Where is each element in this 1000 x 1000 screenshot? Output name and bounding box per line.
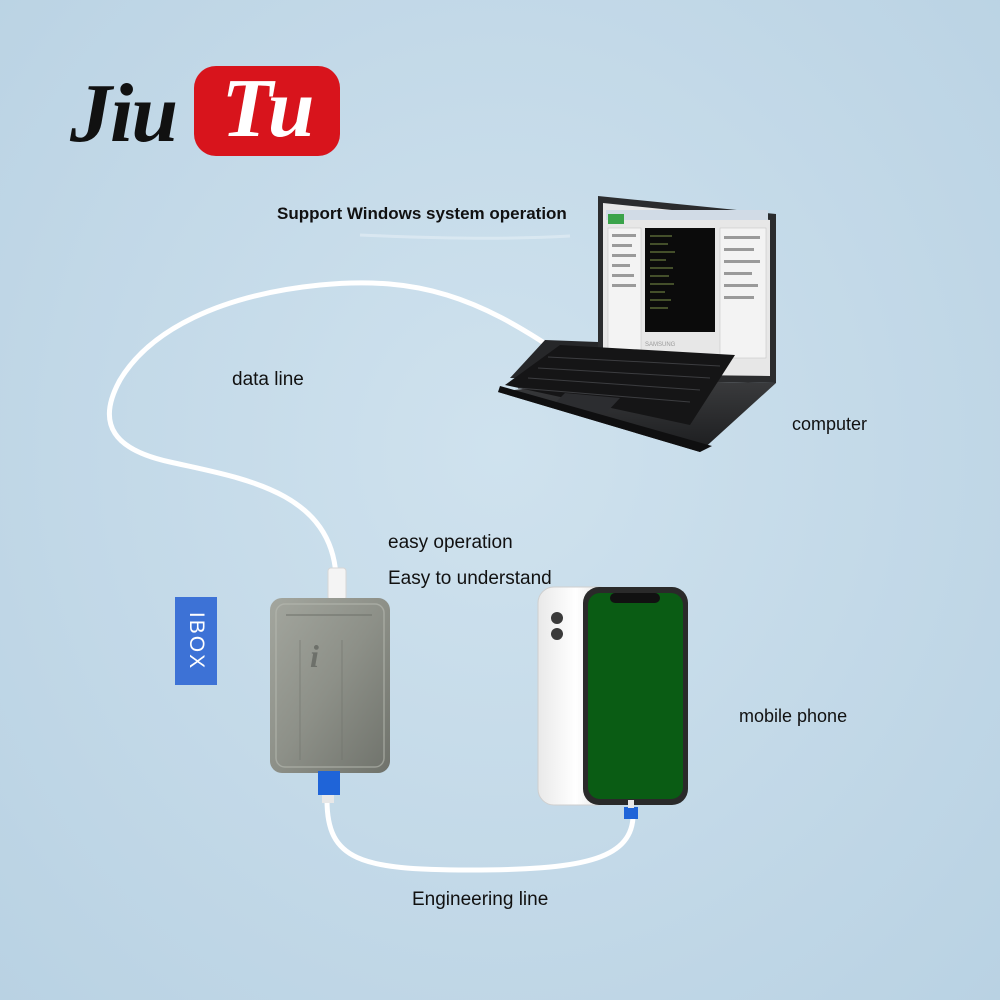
ibox-label: IBOX bbox=[185, 611, 208, 671]
data-line-label: data line bbox=[232, 369, 304, 390]
easy-operation-label: easy operation bbox=[388, 532, 513, 553]
logo-badge: Tu bbox=[194, 66, 340, 156]
engineering-line-label: Engineering line bbox=[412, 889, 549, 910]
laptop-icon: SAMSUNG bbox=[498, 196, 776, 452]
ibox-device-icon: i bbox=[270, 598, 390, 803]
engineering-line-cable bbox=[324, 797, 636, 873]
mobile-phone-label: mobile phone bbox=[739, 706, 848, 726]
smartphone-icon bbox=[537, 586, 688, 819]
data-line-cable bbox=[107, 280, 558, 578]
ibox-tag: IBOX bbox=[175, 597, 217, 685]
logo-jiu-text: Jiu bbox=[70, 67, 178, 160]
support-windows-label: Support Windows system operation bbox=[277, 204, 567, 223]
svg-text:i: i bbox=[310, 638, 319, 674]
easy-understand-label: Easy to understand bbox=[388, 568, 552, 589]
logo-tu-text: Tu bbox=[221, 62, 315, 155]
laptop-brand: SAMSUNG bbox=[645, 342, 676, 348]
computer-label: computer bbox=[792, 414, 868, 434]
